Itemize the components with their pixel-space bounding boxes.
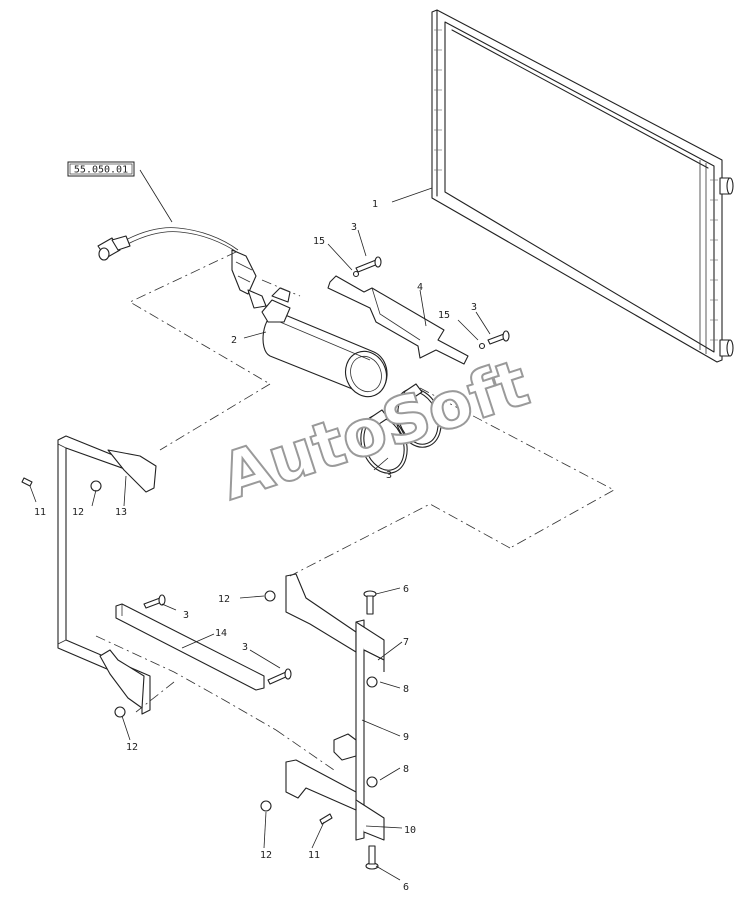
- washer-15-upper: [352, 270, 360, 278]
- callout-4: 4: [417, 282, 423, 293]
- callout-12-a: 12: [72, 507, 84, 518]
- callout-15-a: 15: [313, 236, 325, 247]
- callout-3-a: 3: [351, 222, 357, 233]
- callout-12-b: 12: [218, 594, 230, 605]
- callout-13: 13: [115, 507, 127, 518]
- left-frame-bracket: [57, 435, 157, 715]
- callout-15-b: 15: [438, 310, 450, 321]
- hose-clamps: [360, 383, 442, 474]
- condenser-radiator: [431, 9, 734, 363]
- bolt-3-right: [487, 330, 510, 345]
- callout-2: 2: [231, 335, 237, 346]
- nut-12-top: [264, 590, 276, 602]
- callout-11-b: 11: [308, 850, 320, 861]
- callout-11-a: 11: [34, 507, 46, 518]
- washer-15-right: [478, 342, 486, 350]
- screw-11-bottom: [319, 813, 333, 825]
- drier-mounting-bracket: [327, 256, 510, 365]
- right-vertical-bracket: [285, 573, 385, 841]
- nut-12-bottom: [260, 800, 272, 812]
- callout-10: 10: [404, 825, 416, 836]
- nut-8-lower: [366, 776, 378, 788]
- fastener-6-bottom: [365, 845, 379, 870]
- callout-12-d: 12: [260, 850, 272, 861]
- callout-3-b: 3: [471, 302, 477, 313]
- leader-lines: [29, 169, 491, 881]
- bolt-3-bar-left: [143, 594, 166, 609]
- callout-12-c: 12: [126, 742, 138, 753]
- callout-7: 7: [403, 637, 409, 648]
- callout-3-e: 3: [386, 470, 392, 481]
- support-bar: [115, 603, 265, 691]
- callout-9: 9: [403, 732, 409, 743]
- callout-6-a: 6: [403, 584, 409, 595]
- callout-3-c: 3: [183, 610, 189, 621]
- callout-1: 1: [372, 199, 378, 210]
- bolt-3-bar-right: [267, 668, 292, 685]
- bolt-3-upper: [355, 256, 382, 273]
- assembly-lines: [95, 251, 615, 771]
- callout-3-d: 3: [242, 642, 248, 653]
- callout-8-b: 8: [403, 764, 409, 775]
- reference-box-label: 55.050.01: [74, 165, 128, 176]
- callout-14: 14: [215, 628, 227, 639]
- fastener-6-top: [363, 590, 377, 615]
- nut-8-upper: [366, 676, 378, 688]
- callout-labels: 1 2 3 3 3 3 3 4 6 6 7 8 8 9 10 11 11 12 …: [34, 199, 477, 893]
- callout-8-a: 8: [403, 684, 409, 695]
- callout-6-b: 6: [403, 882, 409, 893]
- screw-11-left: [21, 477, 33, 487]
- pressure-switch-harness: [97, 227, 267, 309]
- receiver-drier: [261, 287, 388, 398]
- nut-12-left: [90, 480, 102, 492]
- reference-box: 55.050.01: [67, 161, 135, 177]
- nut-12-lower-left: [114, 706, 126, 718]
